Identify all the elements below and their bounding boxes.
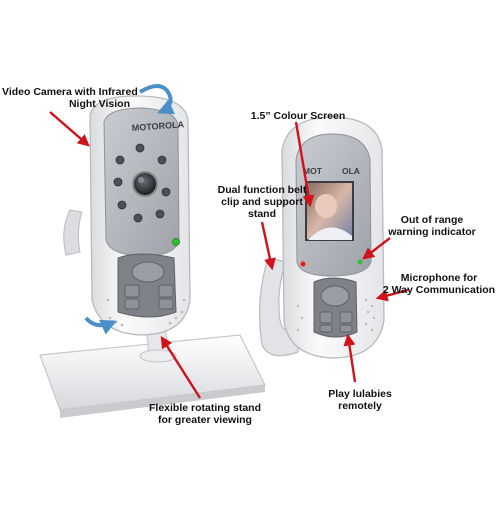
parent-brand-left: MOT bbox=[303, 166, 323, 176]
out-of-range-led bbox=[357, 259, 363, 265]
arrow-screen bbox=[294, 121, 315, 208]
label-out-of-range-line2: warning indicator bbox=[388, 226, 476, 238]
arrow-lullaby bbox=[343, 333, 357, 383]
arrow-stand bbox=[160, 335, 202, 399]
parent-brand-right: OLA bbox=[342, 166, 360, 176]
camera-unit: MOTOROLA bbox=[39, 84, 266, 418]
infrared-leds bbox=[113, 143, 171, 223]
label-microphone: Microphone for 2 Way Communication bbox=[380, 272, 498, 296]
label-belt-clip-line1: Dual function belt bbox=[217, 184, 307, 196]
arrow-clip bbox=[260, 221, 276, 271]
parent-dpad bbox=[320, 285, 350, 307]
label-rotating-stand: Flexible rotating stand for greater view… bbox=[140, 402, 270, 426]
label-video-camera-line1: Video Camera with Infrared bbox=[2, 86, 138, 98]
label-play-lullabies-line1: Play lulabies bbox=[328, 388, 392, 400]
label-colour-screen: 1.5” Colour Screen bbox=[238, 110, 358, 122]
parent-red-led bbox=[300, 261, 306, 267]
label-belt-clip-line2: clip and support bbox=[221, 196, 303, 208]
label-belt-clip: Dual function belt clip and support stan… bbox=[210, 184, 314, 220]
label-microphone-line1: Microphone for bbox=[400, 272, 478, 284]
label-video-camera-line2: Night Vision bbox=[68, 98, 130, 110]
label-rotating-stand-line1: Flexible rotating stand bbox=[148, 402, 261, 414]
camera-lens bbox=[132, 171, 158, 197]
parent-keypad bbox=[313, 277, 358, 338]
label-video-camera: Video Camera with Infrared Night Vision bbox=[2, 86, 138, 110]
label-out-of-range: Out of range warning indicator bbox=[378, 214, 486, 238]
label-out-of-range-line1: Out of range bbox=[400, 214, 464, 226]
label-microphone-line2: 2 Way Communication bbox=[382, 284, 496, 296]
camera-dpad bbox=[131, 261, 165, 283]
rotate-arrow-top bbox=[138, 84, 175, 115]
label-play-lullabies-line2: remotely bbox=[338, 400, 382, 412]
rotate-arrow-bottom bbox=[84, 316, 117, 335]
label-rotating-stand-line2: for greater viewing bbox=[158, 414, 252, 426]
label-play-lullabies: Play lulabies remotely bbox=[310, 388, 410, 412]
parent-unit: MOT OLA bbox=[258, 116, 385, 359]
callout-arrows bbox=[49, 111, 409, 399]
camera-brand: MOTOROLA bbox=[131, 119, 184, 133]
arrow-range bbox=[362, 237, 391, 260]
arrow-mic bbox=[375, 288, 409, 302]
label-belt-clip-line3: stand bbox=[247, 208, 276, 220]
label-colour-screen-line1: 1.5” Colour Screen bbox=[250, 110, 346, 122]
microphone-grille bbox=[296, 298, 376, 332]
arrow-camera bbox=[49, 111, 90, 147]
camera-keypad bbox=[117, 253, 177, 318]
camera-power-led bbox=[172, 238, 180, 246]
